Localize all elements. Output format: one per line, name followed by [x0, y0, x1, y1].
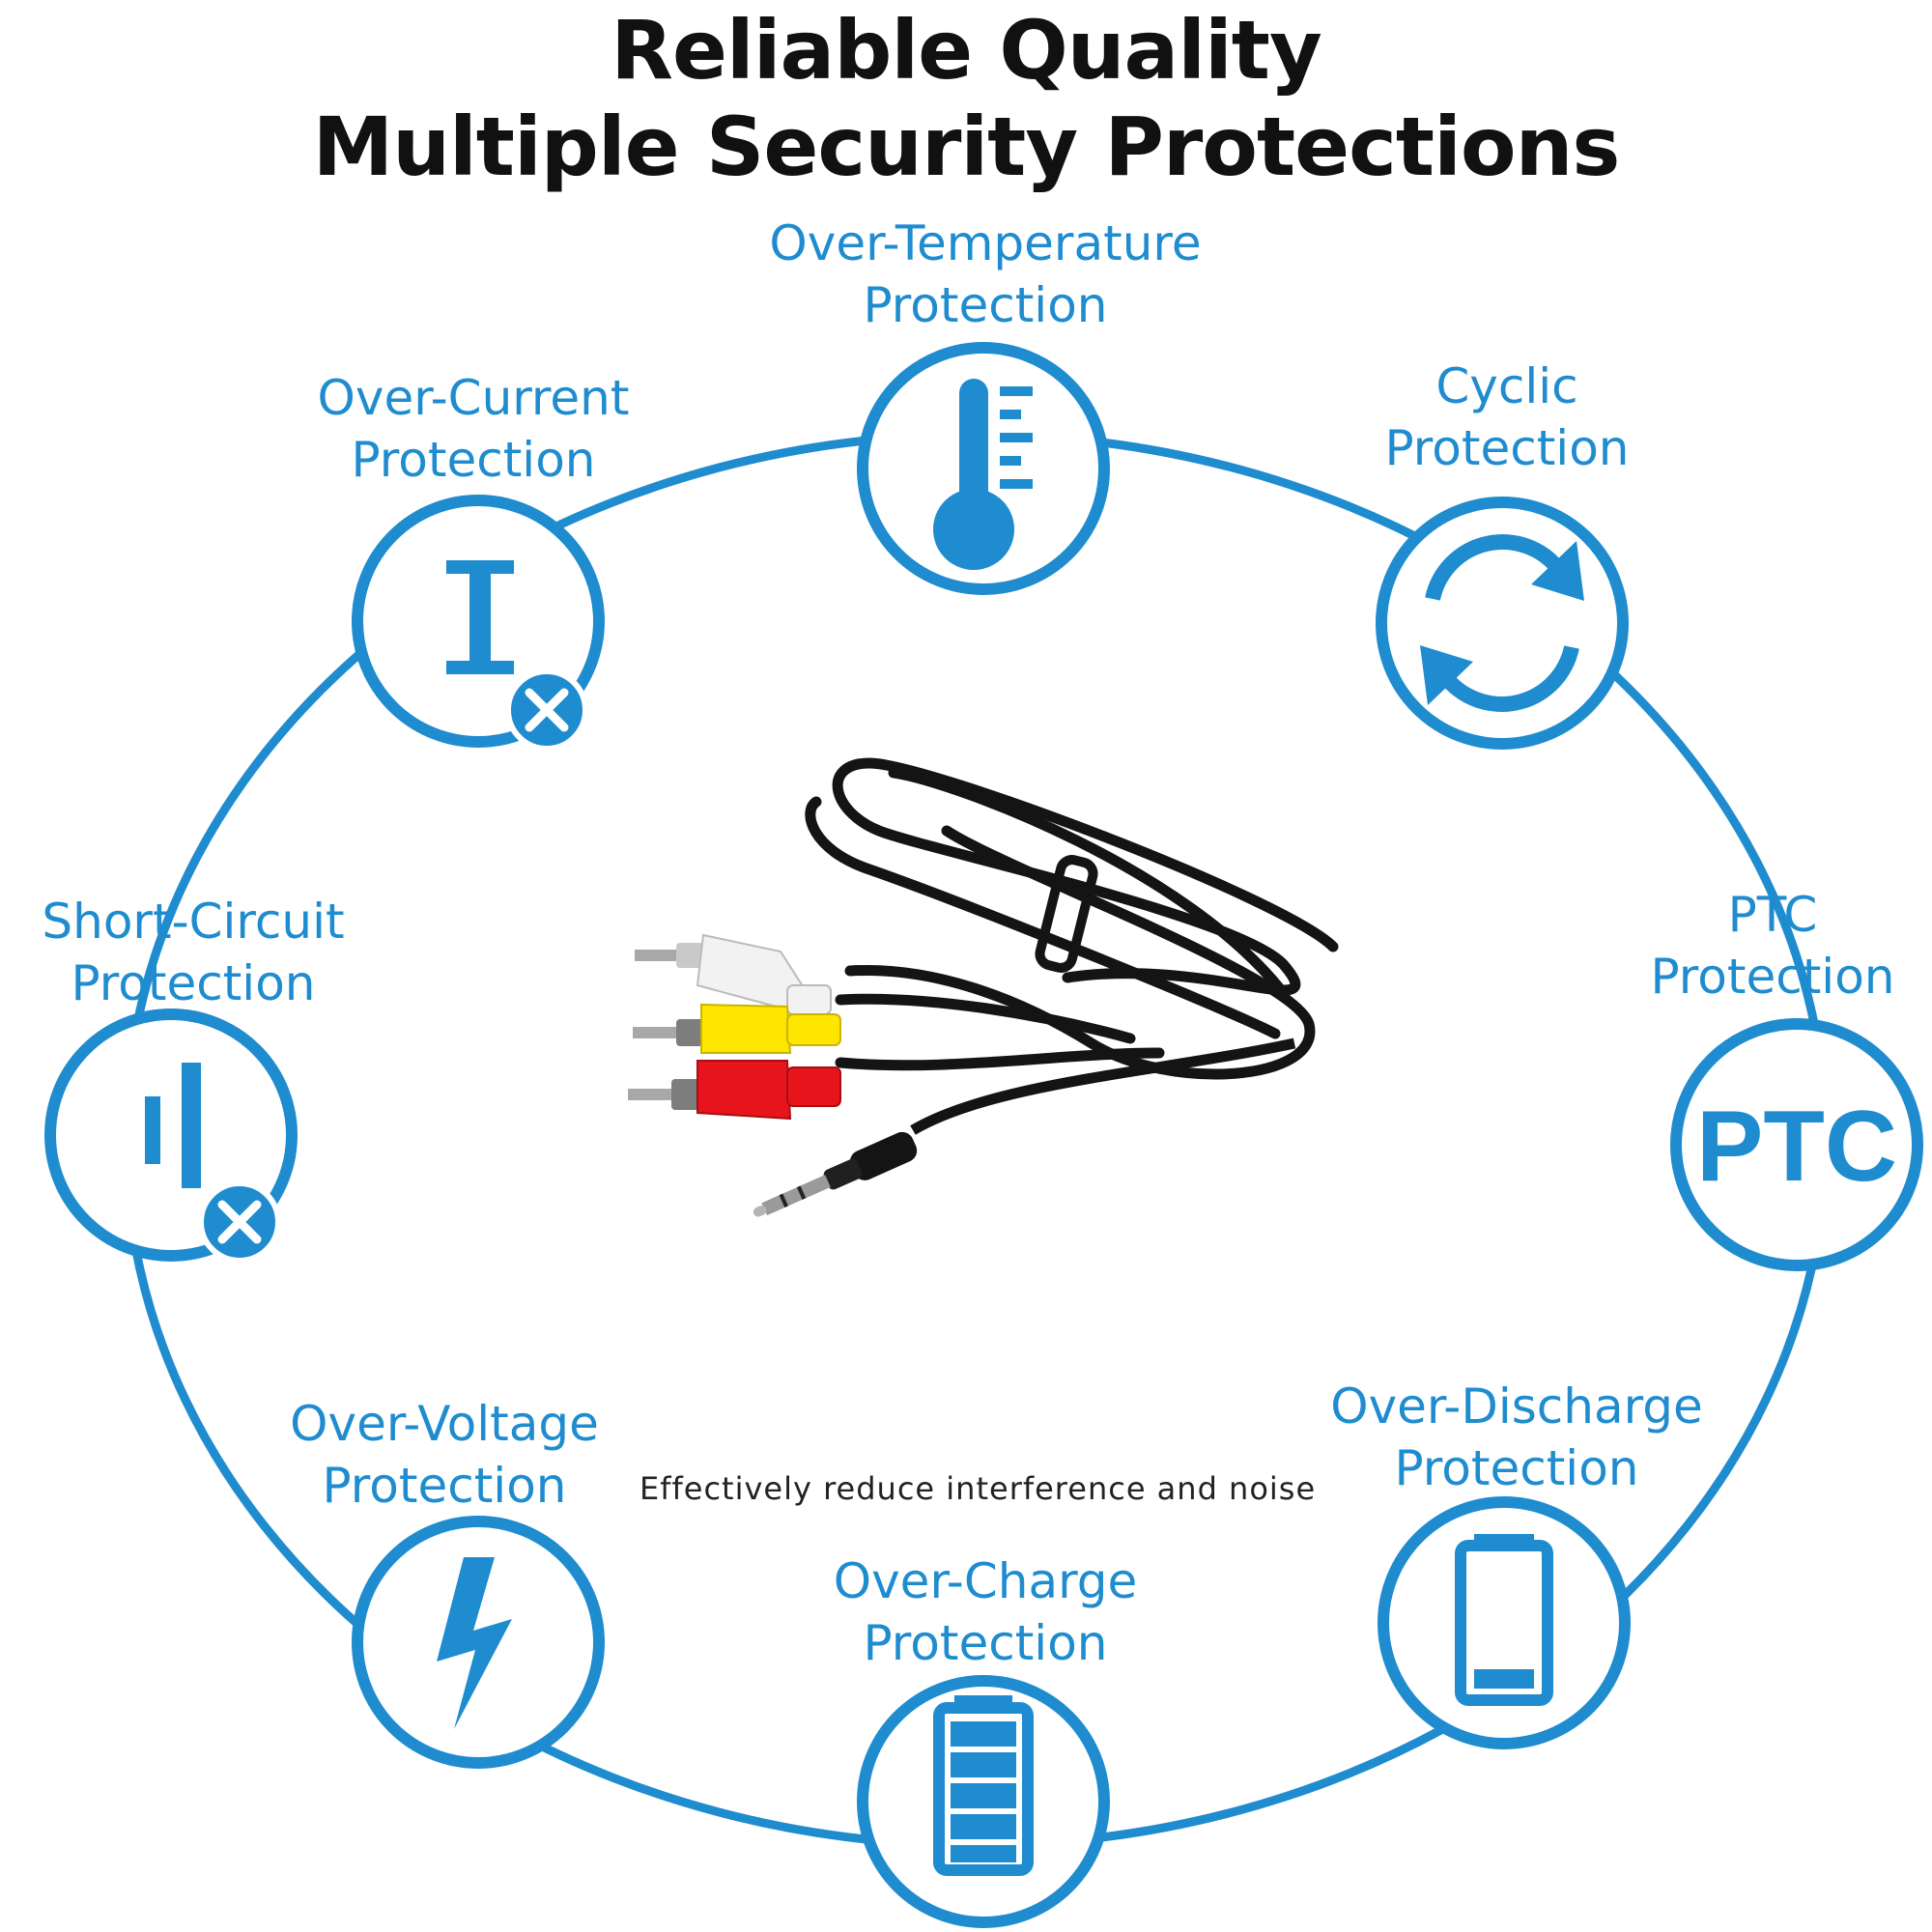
current-i-x-icon — [446, 560, 588, 752]
label-ptc: PTC Protection — [1650, 887, 1895, 1005]
thermometer-icon — [933, 379, 1033, 570]
label-over-current: Over-Current Protection — [317, 370, 630, 488]
label-cyclic: Cyclic Protection — [1384, 358, 1630, 476]
lightning-icon — [437, 1557, 512, 1729]
label-over-charge: Over-Charge Protection — [833, 1553, 1138, 1671]
label-over-discharge: Over-Discharge Protection — [1330, 1378, 1703, 1496]
label-over-temperature: Over-Temperature Protection — [769, 215, 1202, 333]
red-rca-plug — [628, 1060, 841, 1121]
ptc-icon: PTC — [1696, 1091, 1897, 1203]
yellow-rca-plug — [633, 1003, 841, 1054]
low-battery-icon — [1455, 1534, 1553, 1706]
white-rca-plug — [635, 933, 832, 1015]
short-circuit-x-icon — [145, 1063, 281, 1264]
label-short-circuit: Short-Circuit Protection — [42, 894, 345, 1011]
circle-ptc — [1670, 1018, 1923, 1271]
title-line-1: Reliable Quality — [611, 3, 1321, 98]
icon-circles — [44, 342, 1923, 1928]
circle-over-discharge — [1378, 1496, 1631, 1749]
title-line-2: Multiple Security Protections — [312, 99, 1621, 194]
cycle-arrows-icon — [1420, 534, 1584, 712]
full-battery-icon — [933, 1695, 1034, 1876]
label-over-voltage: Over-Voltage Protection — [290, 1396, 599, 1514]
av-cable-illustration — [628, 757, 1339, 1217]
tagline: Effectively reduce interference and nois… — [639, 1470, 1317, 1507]
